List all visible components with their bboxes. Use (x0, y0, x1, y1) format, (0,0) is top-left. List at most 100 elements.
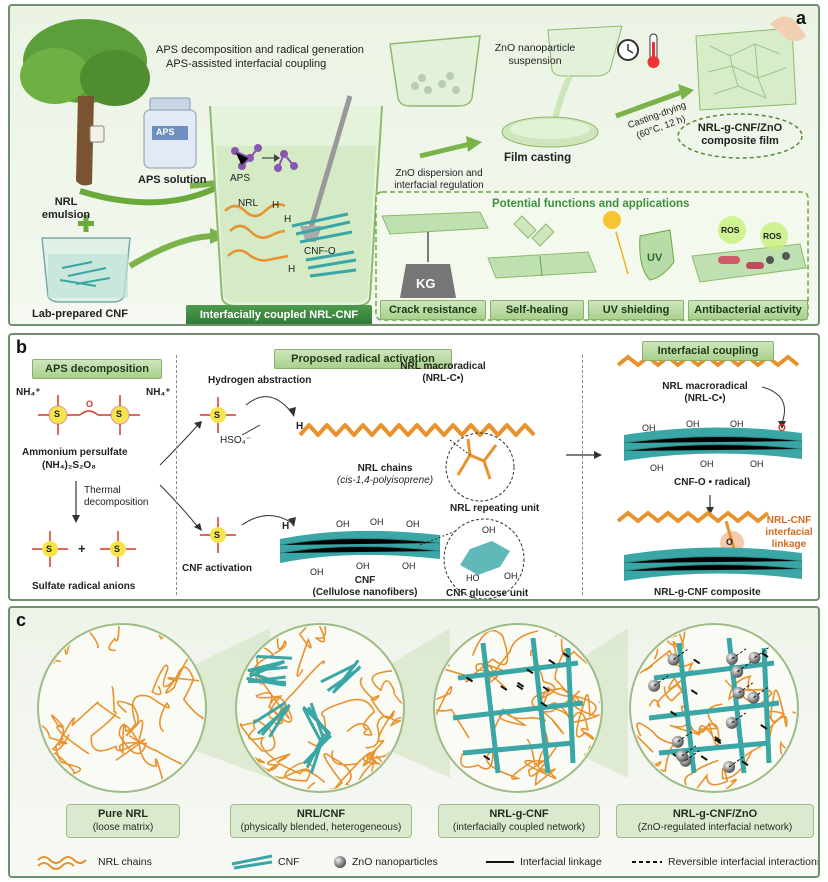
network-content (436, 626, 600, 790)
thermal-label-2: decomposition (84, 497, 149, 508)
nrl-chain (582, 726, 600, 779)
s-atom-4: S (114, 544, 121, 554)
linkage-label-2: interfacial (765, 527, 813, 538)
zno-suspension-label-1: ZnO nanoparticle (494, 42, 576, 54)
oh-right-5: OH (700, 459, 714, 469)
s-atom-3: S (46, 544, 53, 554)
cnf-fiber (246, 676, 285, 687)
interfacial-linkage (700, 755, 708, 761)
glucose-ho: HO (466, 573, 480, 583)
nrl-chain (365, 700, 402, 749)
beaker-nrl-label: NRL (238, 198, 259, 209)
interfacial-linkage (526, 668, 534, 675)
linkage-o: O (726, 537, 734, 547)
aps-bottle-icon (143, 97, 197, 169)
panel-c-label: c (16, 610, 27, 630)
beaker-aps-label: APS (230, 173, 251, 184)
interfacial-linkage (741, 760, 749, 767)
oh-right-4: OH (650, 463, 664, 473)
s-atom-5: S (214, 410, 221, 420)
reversible-interaction (673, 649, 688, 660)
nrl-chain (281, 626, 312, 677)
nrl-chain (85, 626, 122, 652)
interfacial-coupling-banner: Interfacial coupling (642, 341, 774, 361)
cnf-fiber (676, 642, 697, 774)
nh4-left: NH₄⁺ (16, 387, 41, 398)
legend-reversible: Reversible interfacial interactions (668, 856, 820, 868)
cnf-fiber (302, 707, 323, 743)
interfacial-linkage (465, 676, 474, 683)
s-atom-1: S (54, 409, 61, 419)
clock-icon (617, 39, 639, 61)
nrl-chains-1: NRL chains (357, 463, 413, 474)
reversible-interaction (731, 648, 747, 660)
aps-decomposition-banner: APS decomposition (32, 359, 162, 379)
cnf-fiber (302, 734, 332, 765)
circle-title-3: NRL-g-CNF (489, 808, 549, 820)
interfacial-linkage (517, 681, 525, 688)
interfacial-linkage (540, 701, 548, 708)
nh4-right: NH₄⁺ (146, 387, 171, 398)
cnf-fiber (530, 637, 551, 774)
nrl-chain (684, 749, 754, 790)
aps-coupling-caption: APS-assisted interfacial coupling (166, 58, 327, 70)
divider-right (582, 355, 583, 595)
zno-beaker-icon (389, 35, 481, 107)
cnf-fiber (480, 642, 501, 774)
legend-nrl-chains: NRL chains (98, 856, 152, 868)
app-uv-shielding: UV shielding (588, 300, 684, 320)
ros-label-1: ROS (721, 225, 740, 235)
ammonium-persulfate-label: Ammonium persulfate (22, 447, 128, 458)
uv-shield-icon (603, 211, 675, 281)
radical-o-right: O (778, 423, 786, 434)
oh-right-2: OH (686, 419, 700, 429)
lab-cnf-label: Lab-prepared CNF (32, 308, 128, 320)
nrl-chain (794, 643, 796, 681)
reversible-interaction (653, 675, 669, 687)
interfacial-linkage (714, 736, 722, 742)
s-atom-6: S (214, 530, 221, 540)
interfacial-linkage (690, 689, 698, 695)
nrl-chain (167, 666, 204, 724)
nrl-chain (40, 704, 70, 752)
nrl-macroradical-1: NRL macroradical (400, 361, 486, 372)
beaker-h-label-2: H (284, 214, 292, 225)
beaker-cnfo-label: CNF-O (304, 246, 336, 257)
h-atom-nrl: H (296, 421, 304, 432)
s-atom-2: S (116, 409, 123, 419)
cnf-label-1: CNF (354, 575, 376, 586)
oh-right-6: OH (750, 459, 764, 469)
composite-film-icon (695, 16, 806, 111)
panel-c-graphics (37, 623, 799, 870)
nrl-chain (460, 738, 544, 780)
composite-film-label-1: NRL-g-CNF/ZnO (697, 122, 783, 134)
nrl-chain (436, 685, 470, 739)
cnf-fiber (761, 647, 772, 764)
panel-a-graphics (20, 16, 809, 321)
coupled-banner: Interfacially coupled NRL-CNF (186, 305, 372, 324)
circle-label-nrl-g-cnf: NRL-g-CNF (interfacially coupled network… (438, 804, 600, 838)
aps-solution-label: APS solution (138, 174, 207, 186)
persulfate-structure (38, 395, 140, 435)
cnf-fiber (309, 702, 326, 740)
linkage-label-3: linkage (771, 539, 807, 550)
legend-zno: ZnO nanoparticles (352, 856, 438, 868)
reversible-interaction (681, 745, 697, 757)
beaker-h-label-3: H (288, 264, 296, 275)
cnf-o-radical-label: CNF-O • radical) (674, 477, 751, 488)
cnf-glucose-label: CNF glucose unit (446, 588, 529, 599)
cnf-activation-label: CNF activation (182, 563, 253, 574)
circle-sub-4: (ZnO-regulated interfacial network) (637, 822, 793, 833)
cnf-fiber (565, 647, 576, 764)
reversible-interaction (677, 731, 693, 743)
circle-title-2: NRL/CNF (296, 808, 346, 820)
composite-label: NRL-g-CNF composite (654, 587, 761, 598)
nrl-repeating-unit-label: NRL repeating unit (450, 503, 540, 514)
divider-left (176, 355, 177, 595)
o-bridge: O (86, 399, 94, 409)
h-atom-cnf: H (282, 521, 290, 532)
aps-bottle-label: APS (156, 127, 175, 137)
sulfate-top (200, 397, 236, 433)
zno-particle (725, 716, 738, 729)
nrl-chain-drawing (298, 423, 536, 437)
